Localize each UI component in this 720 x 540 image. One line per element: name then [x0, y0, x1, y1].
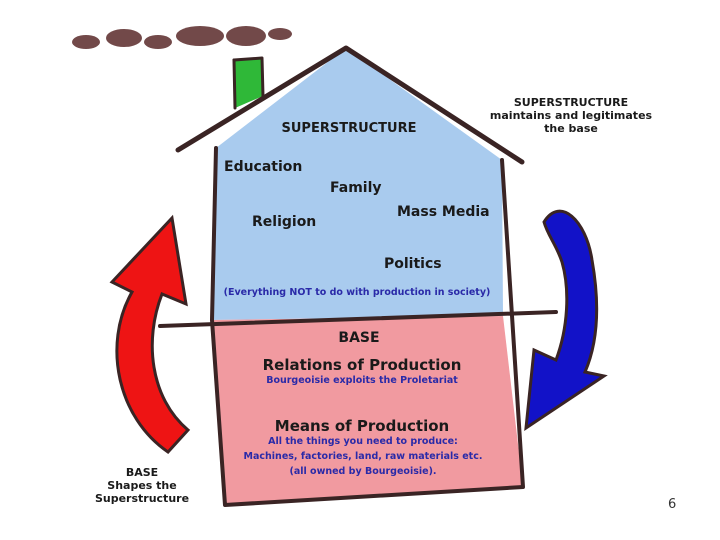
base-title: BASE — [338, 330, 380, 346]
smoke-icon — [72, 26, 292, 49]
relations-of-production-desc: Bourgeoisie exploits the Proletariat — [266, 375, 458, 386]
superstructure-item-religion: Religion — [252, 214, 317, 230]
page-number: 6 — [668, 497, 677, 512]
superstructure-item-family: Family — [330, 180, 382, 196]
means-of-production-title: Means of Production — [274, 417, 450, 435]
right-caption-line-3: the base — [544, 122, 598, 135]
right-caption-line-1: SUPERSTRUCTURE — [513, 96, 629, 109]
superstructure-item-politics: Politics — [384, 256, 442, 272]
relations-of-production-title: Relations of Production — [262, 356, 462, 374]
left-caption: BASE Shapes the Superstructure — [95, 466, 189, 505]
superstructure-title: SUPERSTRUCTURE — [281, 121, 417, 136]
superstructure-item-education: Education — [224, 159, 303, 175]
left-caption-line-2: Shapes the — [107, 479, 177, 492]
superstructure-note: (Everything NOT to do with production in… — [223, 287, 491, 298]
right-caption-line-2: maintains and legitimates — [489, 109, 653, 122]
base-region — [212, 316, 523, 505]
superstructure-region — [212, 48, 503, 320]
means-of-production-desc-line-1: All the things you need to produce: — [268, 436, 458, 447]
house-outline — [158, 45, 558, 507]
chimney-icon — [234, 58, 263, 108]
left-caption-line-3: Superstructure — [94, 492, 190, 505]
curved-arrow-up-icon — [109, 214, 191, 454]
curved-arrow-down-icon — [524, 209, 608, 432]
left-caption-line-1: BASE — [125, 466, 159, 479]
means-of-production-desc-line-3: (all owned by Bourgeoisie). — [289, 466, 437, 477]
means-of-production-desc-line-2: Machines, factories, land, raw materials… — [243, 451, 483, 462]
superstructure-item-mass-media: Mass Media — [397, 204, 490, 220]
right-caption: SUPERSTRUCTURE maintains and legitimates… — [490, 96, 652, 135]
